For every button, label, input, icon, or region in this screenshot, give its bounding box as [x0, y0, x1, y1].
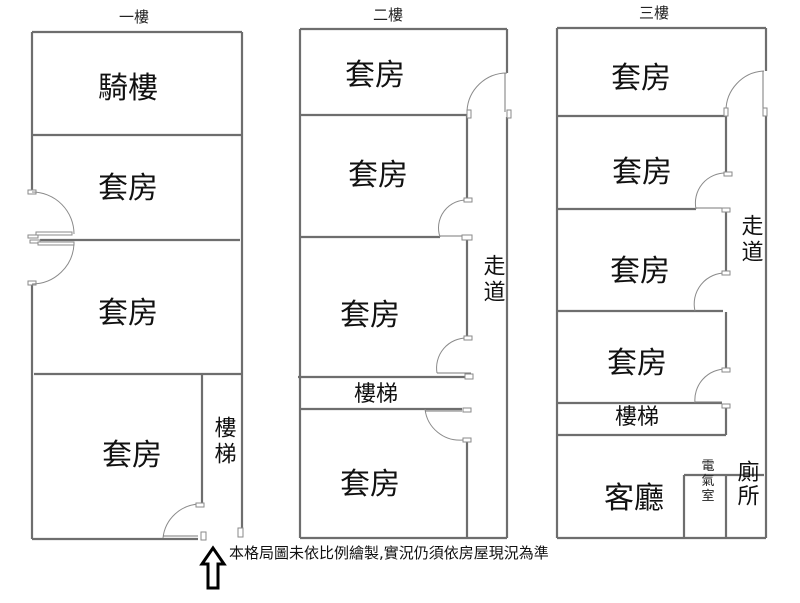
- room-label-vertical: 樓梯: [211, 416, 237, 468]
- up-arrow-icon: [199, 545, 227, 590]
- room-label: 套房: [345, 58, 405, 93]
- floor-2: 二樓 套房 套房 套房 樓梯: [298, 6, 512, 540]
- room-label: 套房: [612, 155, 672, 190]
- room-label: 騎樓: [98, 71, 158, 106]
- room-label-vertical: 走道: [480, 254, 506, 306]
- room-label-vertical: 電氣室: [699, 459, 715, 504]
- room-label: 套房: [340, 467, 400, 502]
- room-label: 套房: [610, 254, 670, 289]
- room-label: 套房: [348, 158, 408, 193]
- room-label: 套房: [98, 296, 158, 331]
- floor-1-title: 一樓: [119, 8, 149, 26]
- floor-3-title: 三樓: [639, 4, 669, 22]
- floor-3: 三樓 套房: [555, 4, 768, 540]
- footnote: 本格局圖未依比例繪製,實況仍須依房屋現況為準: [229, 544, 549, 562]
- room-label-vertical: 走道: [738, 214, 764, 266]
- floor-2-title: 二樓: [373, 6, 403, 24]
- room-label: 套房: [611, 61, 671, 96]
- room-label-vertical: 廁所: [734, 460, 760, 508]
- room-label: 樓梯: [615, 405, 659, 430]
- room-label: 套房: [607, 346, 667, 381]
- room-label: 套房: [98, 171, 158, 206]
- room-label: 套房: [102, 438, 162, 473]
- room-label: 套房: [340, 298, 400, 333]
- room-label: 樓梯: [354, 382, 398, 407]
- room-label: 客廳: [604, 481, 664, 516]
- floor-1: 一樓 騎樓 套房 套房 套房 樓梯: [27, 8, 244, 541]
